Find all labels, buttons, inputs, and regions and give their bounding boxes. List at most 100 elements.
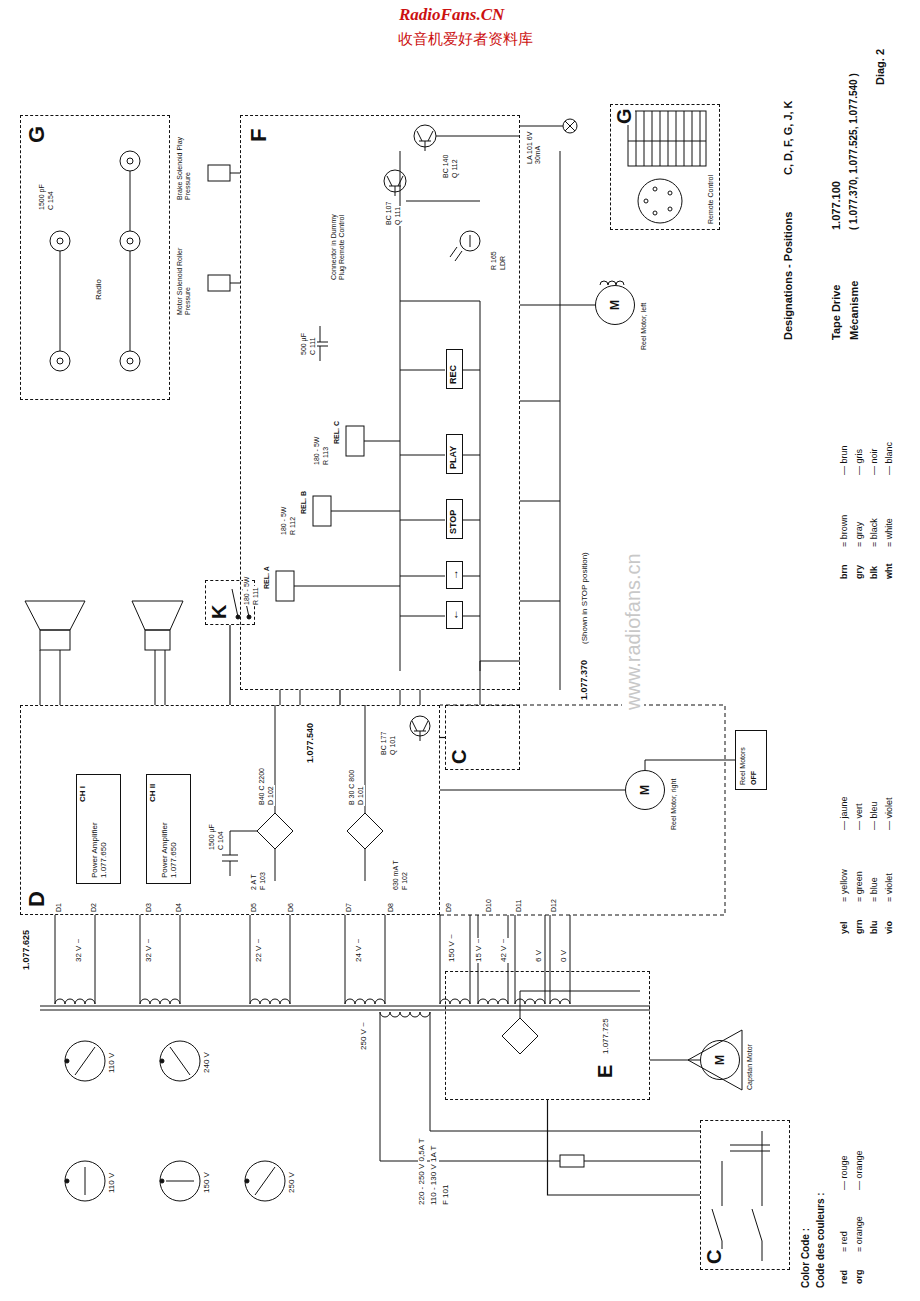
sheet-title: Designations - Positions [782,211,794,341]
color-code: — orange [855,1149,865,1191]
transformer-winding [380,1012,430,1017]
push-button: → [446,561,463,589]
ldr-symbol [450,235,470,261]
voltage-selector [65,1059,69,1063]
voltage-rating: 110 V [108,1052,117,1074]
switch-box: Reel MotorsOFF [735,730,767,790]
part-label: D 102 [267,785,275,806]
transistor-symbol [387,176,403,196]
rectifier-bridge [222,705,640,1054]
color-code: wht [885,563,895,581]
color-code: = gray [855,521,865,548]
voltage-rating: 32 V ~ [75,938,84,963]
jack-socket [50,351,70,371]
sheet-title: ( 1.077.370, 1.077.525, 1.077.540 ) [848,72,859,231]
voltage-rating: 6 V [535,949,544,963]
color-code: blk [870,565,880,580]
solenoid-symbol [208,165,240,291]
transformer-core [40,1006,650,1007]
pin-name: D10 [485,898,493,913]
mains-switch [712,1131,770,1261]
pin-name: D12 [550,898,558,913]
mains-wire [560,1155,584,1167]
voltage-selector [65,1179,69,1183]
part-label: (Shown in STOP position) [581,551,590,645]
secondary-wire [55,915,570,1004]
sheet-title: Mécanisme [848,280,860,341]
secondary-wire [55,915,570,1004]
jack-socket [57,358,63,364]
relay-symbol [313,496,331,526]
rectifier-bridge [502,1018,538,1054]
part-label: R 111 [252,586,260,606]
color-code: — bleu [870,800,880,831]
part-label: D 101 [357,785,365,806]
jack-socket [120,351,140,371]
jack-socket [127,158,133,164]
color-code: brn [840,564,850,581]
motor-symbol: M [595,285,635,325]
color-code: = orange [855,1215,865,1253]
node-text: Power Amplifier 1.077.650 [91,805,109,879]
loudspeaker [25,601,183,650]
voltage-selector [160,1059,164,1063]
bus-wire [40,151,735,770]
push-button: ← [446,601,463,629]
loudspeaker [40,630,70,650]
amplifier-module: CH IIPower Amplifier 1.077.650 [146,774,191,884]
voltage-rating: F 101 [442,1184,451,1206]
part-label: REL. A [263,565,271,590]
voltage-rating: 22 V ~ [255,938,264,963]
solenoid-symbol [208,165,230,181]
region-box: FRECPLAYSTOP→← [240,115,520,690]
transformer-winding [55,999,570,1017]
part-label: BC 140 [442,154,450,179]
color-code: = green [855,870,865,903]
part-label: R 165 [490,250,498,271]
remote-socket [668,207,672,211]
watermark: 收音机爱好者资料库 [397,31,534,48]
voltage-selector [245,1179,249,1183]
node-title: K [208,604,230,620]
jack-socket [120,151,140,171]
transistor-symbol [412,721,428,741]
pin-name: D11 [515,899,523,913]
color-code: — blanc [885,441,895,476]
pin-name: D5 [250,902,258,913]
color-code: — gris [855,448,865,476]
jack-socket [57,238,63,244]
part-label: Q 112 [451,158,459,179]
dashed-bus [440,705,725,915]
region-box: C [700,1120,790,1270]
jack-socket [127,238,133,244]
node-title: CH I [79,785,88,803]
region-box: GRemote Control [610,104,720,230]
color-code: = violet [885,872,895,903]
voltage-rating: 220 - 250 V 0,5A T [418,1137,427,1206]
mains-switch [730,1145,770,1151]
color-code: = black [870,517,880,548]
node-title: E [594,1064,616,1079]
loudspeaker [145,630,170,650]
motor-winding [600,281,742,1090]
node-title: C [448,749,470,765]
remote-socket [653,211,657,215]
bus-wire [645,760,735,770]
node-title: REC [449,364,459,385]
part-label: 1.077.370 [580,659,590,701]
control-wire [400,136,520,671]
jack-socket [50,231,70,251]
color-code: = blue [870,876,880,903]
node-title: STOP [449,509,459,535]
node-title: D [25,890,49,908]
node-title: PLAY [449,445,459,470]
relay-symbol [276,571,294,601]
region-box: G [20,115,170,400]
remote-socket [628,111,706,223]
part-label: C 104 [217,830,225,851]
pin-name: D2 [90,902,98,913]
amplifier-module: CH IPower Amplifier 1.077.650 [76,774,121,884]
remote-socket [628,111,706,166]
transistor-symbol [384,125,436,741]
